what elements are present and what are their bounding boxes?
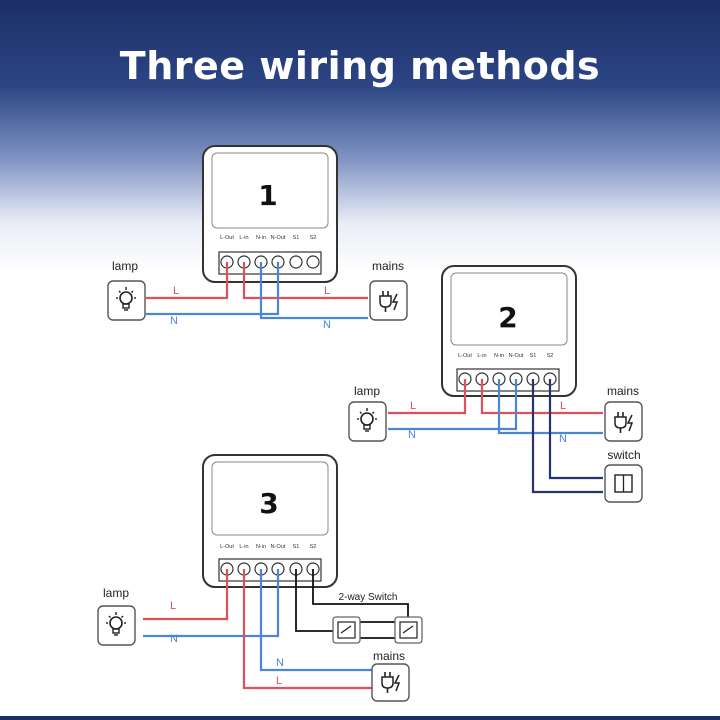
terminal-label-n-out: N-Out bbox=[271, 544, 286, 550]
wire-l-label: L bbox=[276, 675, 282, 687]
terminal-block-1 bbox=[218, 251, 322, 275]
terminal-label-l-out: L-Out bbox=[220, 235, 234, 241]
mains-box bbox=[369, 280, 408, 321]
terminal-label-n-in: N-in bbox=[494, 353, 504, 359]
method-3: 3 L-Out L-in N-in N-Out S1 S2 L N N L la… bbox=[97, 454, 423, 702]
two-way-switch-icon bbox=[332, 616, 423, 644]
wire-l-label: L bbox=[170, 600, 176, 612]
wires-2 bbox=[388, 379, 603, 494]
mains-label: mains bbox=[372, 259, 404, 273]
switch-label: switch bbox=[607, 448, 640, 462]
device-3-number: 3 bbox=[259, 487, 278, 520]
wire-n-label: N bbox=[559, 433, 567, 445]
wire-l-label: L bbox=[324, 285, 330, 297]
lamp-box bbox=[107, 280, 146, 321]
terminal-label-s2: S2 bbox=[310, 235, 317, 241]
terminal-label-s2: S2 bbox=[547, 353, 554, 359]
wire-n-label: N bbox=[170, 633, 178, 645]
device-2-panel bbox=[450, 272, 568, 346]
wire-n-label: N bbox=[408, 429, 416, 441]
terminal-label-n-in: N-in bbox=[256, 544, 266, 550]
device-1-number: 1 bbox=[258, 179, 277, 212]
mains-label: mains bbox=[607, 384, 639, 398]
method-1: 1 L-Out L-in N-in N-Out S1 S2 L N L N la… bbox=[107, 145, 408, 331]
terminal-label-s1: S1 bbox=[293, 544, 300, 550]
lamp-label: lamp bbox=[354, 384, 380, 398]
wire-l-label: L bbox=[173, 285, 179, 297]
device-2-number: 2 bbox=[498, 301, 517, 334]
device-1-panel bbox=[211, 152, 329, 229]
terminal-label-s2: S2 bbox=[310, 544, 317, 550]
terminal-label-n-out: N-Out bbox=[271, 235, 286, 241]
device-1-body bbox=[202, 145, 338, 283]
mains-box bbox=[604, 401, 643, 442]
bottom-bar bbox=[0, 716, 720, 720]
wires-1 bbox=[146, 262, 368, 320]
lamp-box bbox=[97, 605, 136, 646]
lamp-box bbox=[348, 401, 387, 442]
wire-l-label: L bbox=[410, 400, 416, 412]
wire-l-label: L bbox=[560, 400, 566, 412]
wire-n-label: N bbox=[276, 657, 284, 669]
mains-box bbox=[371, 663, 410, 702]
mains-label: mains bbox=[373, 649, 405, 663]
terminal-label-l-in: L-in bbox=[239, 235, 248, 241]
lamp-label: lamp bbox=[112, 259, 138, 273]
device-2-body bbox=[441, 265, 577, 397]
method-2: 2 L-Out L-in N-in N-Out S1 S2 L N L N la… bbox=[348, 265, 643, 503]
terminal-label-n-out: N-Out bbox=[509, 353, 524, 359]
two-way-switch-label: 2-way Switch bbox=[339, 592, 398, 603]
terminal-label-l-in: L-in bbox=[239, 544, 248, 550]
two-way-wires bbox=[295, 569, 409, 639]
terminal-label-l-out: L-Out bbox=[458, 353, 472, 359]
terminal-block-3 bbox=[218, 558, 322, 582]
lamp-label: lamp bbox=[103, 586, 129, 600]
device-3-panel bbox=[211, 461, 329, 536]
page-title: Three wiring methods bbox=[119, 44, 601, 88]
terminal-label-s1: S1 bbox=[530, 353, 537, 359]
wire-n-label: N bbox=[323, 319, 331, 331]
terminal-label-s1: S1 bbox=[293, 235, 300, 241]
terminal-label-l-in: L-in bbox=[477, 353, 486, 359]
terminal-label-l-out: L-Out bbox=[220, 544, 234, 550]
wires-3 bbox=[143, 569, 375, 690]
device-3-body bbox=[202, 454, 338, 588]
switch-icon bbox=[614, 474, 633, 493]
wire-n-label: N bbox=[170, 315, 178, 327]
terminal-label-n-in: N-in bbox=[256, 235, 266, 241]
